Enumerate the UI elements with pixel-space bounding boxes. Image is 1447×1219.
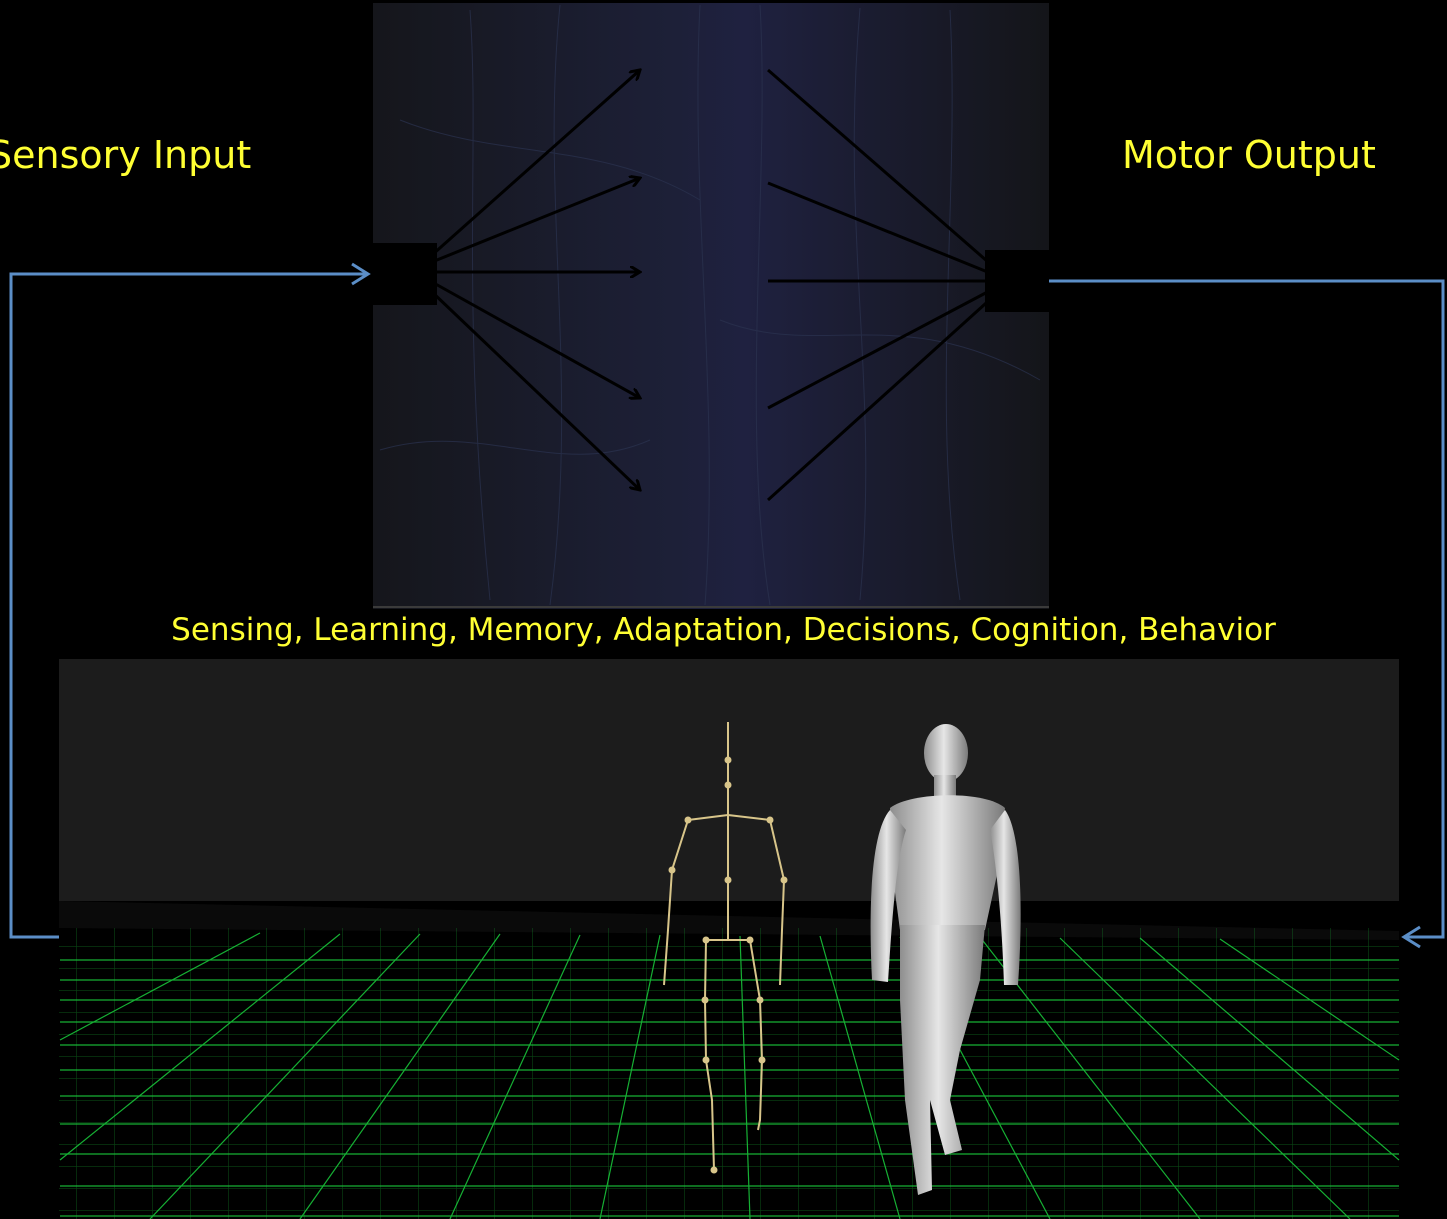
motor-output-label: Motor Output: [1122, 133, 1376, 177]
sensory-input-label: Sensory Input: [0, 133, 251, 177]
caption-text: Sensing, Learning, Memory, Adaptation, D…: [0, 612, 1447, 648]
input-node: [373, 243, 437, 305]
